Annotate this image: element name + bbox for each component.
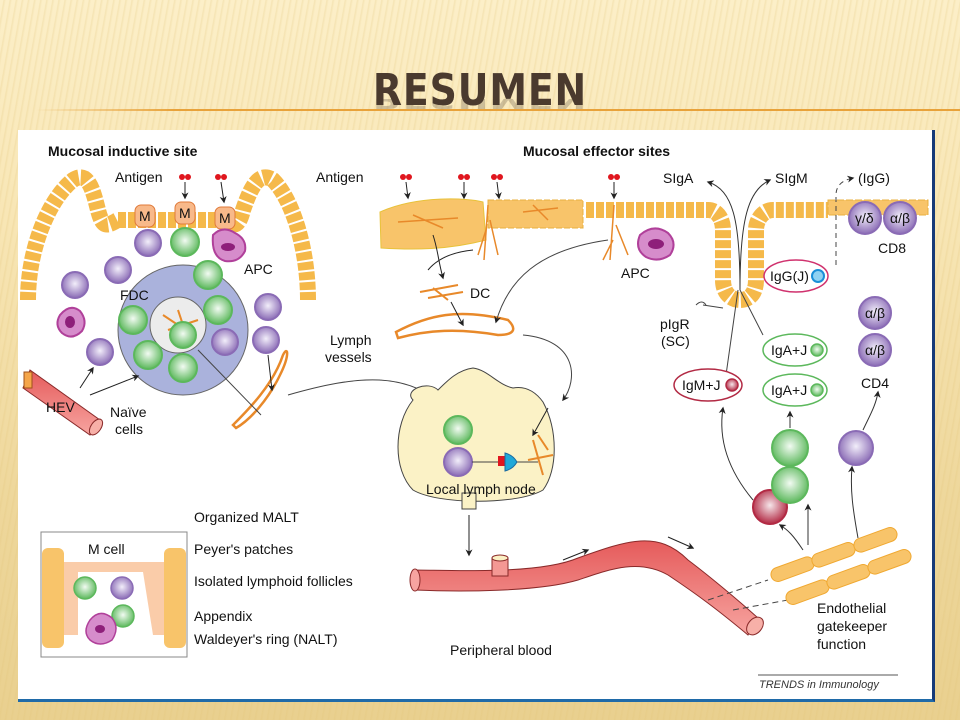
lymph-vessel-left <box>197 349 449 430</box>
malt-list-item: Organized MALT <box>194 509 299 525</box>
arrow-endothelium-to-igm <box>778 524 804 551</box>
gamma-delta-label: γ/δ <box>855 210 874 226</box>
malt-list-item: Isolated lymphoid follicles <box>194 573 353 589</box>
alpha-beta-label: α/β <box>865 305 885 321</box>
iggj-label: IgG(J) <box>770 268 809 284</box>
antigen-label-middle: Antigen <box>316 169 363 185</box>
malt-list-item: Waldeyer's ring (NALT) <box>194 631 337 647</box>
naive-cells-label-line2: cells <box>115 421 143 437</box>
peripheral-blood-label: Peripheral blood <box>450 642 552 658</box>
dendritic-cell: DC <box>419 284 490 301</box>
pigr-label-line1: pIgR <box>660 316 690 332</box>
line-epithelium-dc <box>427 249 474 271</box>
m-cell-inset: M cell <box>40 531 188 658</box>
b-cells-follicle <box>118 227 233 383</box>
arrow-sigm <box>739 179 772 291</box>
malt-list-item: Peyer's patches <box>194 541 293 557</box>
arrow-igg <box>835 175 855 265</box>
credit-text: TRENDS in Immunology <box>759 679 880 691</box>
igaj-plasma-cell-2: IgA+J <box>762 373 828 407</box>
slide-title: RESUMEN <box>372 65 588 116</box>
malt-list-item: Appendix <box>194 608 252 624</box>
peripheral-blood-vessel: Peripheral blood <box>409 536 789 658</box>
antigen-particle-effector <box>608 174 614 180</box>
hev-vessel: HEV <box>22 369 104 436</box>
m-cell-label: M <box>139 208 151 224</box>
apc-label-effector: APC <box>621 265 650 281</box>
iga-b-cell-circulating <box>771 429 809 467</box>
arrow-igm-cell-up <box>718 406 754 501</box>
alpha-beta-label: α/β <box>865 342 885 358</box>
t-cells-inductive <box>61 229 282 366</box>
arrow-hev-to-tcell <box>79 366 94 389</box>
igg-label: (IgG) <box>858 170 890 186</box>
naive-cells-label-line1: Naïve <box>110 404 147 420</box>
hev-label: HEV <box>46 399 75 415</box>
title-rule <box>35 109 960 111</box>
arrow-endothelium-to-cd4 <box>848 465 859 539</box>
fdc-label: FDC <box>120 287 149 303</box>
m-cells: M M M <box>134 201 236 230</box>
effector-sites-heading: Mucosal effector sites <box>523 143 670 159</box>
m-cell-inset-title: M cell <box>88 541 125 557</box>
cd4-t-cell-circulating <box>838 430 874 466</box>
epithelium-middle <box>379 198 584 261</box>
pigr-receptor <box>695 301 724 309</box>
cd4-label: CD4 <box>861 375 889 391</box>
cd4-t-cells: α/β α/β CD4 <box>858 296 892 391</box>
alpha-beta-label: α/β <box>890 210 910 226</box>
arrow-siga <box>706 180 741 291</box>
siga-label: SIgA <box>663 170 694 186</box>
igaj-plasma-cell-1: IgA+J <box>762 333 828 367</box>
igaj-label: IgA+J <box>771 382 807 398</box>
apc-label-inductive: APC <box>244 261 273 277</box>
cd8-label: CD8 <box>878 240 906 256</box>
igmj-plasma-cell: IgM+J <box>673 368 743 402</box>
lymph-vessels-label-line1: Lymph <box>330 332 372 348</box>
antigen-particle-effector <box>614 174 620 180</box>
inductive-site-heading: Mucosal inductive site <box>48 143 198 159</box>
iggj-plasma-cell: IgG(J) <box>763 259 829 293</box>
mucosal-immunity-figure: Mucosal inductive site Mucosal effector … <box>18 130 935 702</box>
antigen-label-inductive: Antigen <box>115 169 162 185</box>
local-lymph-node: Local lymph node <box>397 367 555 510</box>
pigr-label-line2: (SC) <box>661 333 690 349</box>
endothelial-label-line3: function <box>817 636 866 652</box>
endothelial-label-line1: Endothelial <box>817 600 886 616</box>
sigm-label: SIgM <box>775 170 808 186</box>
endothelial-cells <box>770 527 912 605</box>
antigen-particles-inductive <box>179 174 227 204</box>
iga-b-cell-circulating <box>771 466 809 504</box>
local-lymph-node-label: Local lymph node <box>426 481 536 497</box>
lymph-vessels-label-line2: vessels <box>325 349 372 365</box>
antigen-particles-middle <box>400 174 503 200</box>
m-cell-label: M <box>179 205 191 221</box>
apc-cell-effector <box>637 227 675 261</box>
m-cell-label: M <box>219 210 231 226</box>
slide-title-reflection: RESUMEN <box>372 99 588 112</box>
malt-list: Organized MALT Peyer's patches Isolated … <box>194 509 353 647</box>
cd8-t-cells: γ/δ α/β CD8 <box>848 201 917 256</box>
lymph-vessel-middle <box>394 239 609 402</box>
lines-to-plasma-cells <box>725 289 764 376</box>
endothelial-label-line2: gatekeeper <box>817 618 887 634</box>
arrow-hev-to-follicle <box>89 374 140 396</box>
apc-cells-inductive <box>56 228 247 338</box>
arrow-cd4-cell-up <box>862 390 881 431</box>
igmj-label: IgM+J <box>682 377 721 393</box>
arrow-to-dc <box>432 234 445 280</box>
dc-label: DC <box>470 285 490 301</box>
diagram-canvas: Mucosal inductive site Mucosal effector … <box>20 143 929 691</box>
igaj-label: IgA+J <box>771 342 807 358</box>
